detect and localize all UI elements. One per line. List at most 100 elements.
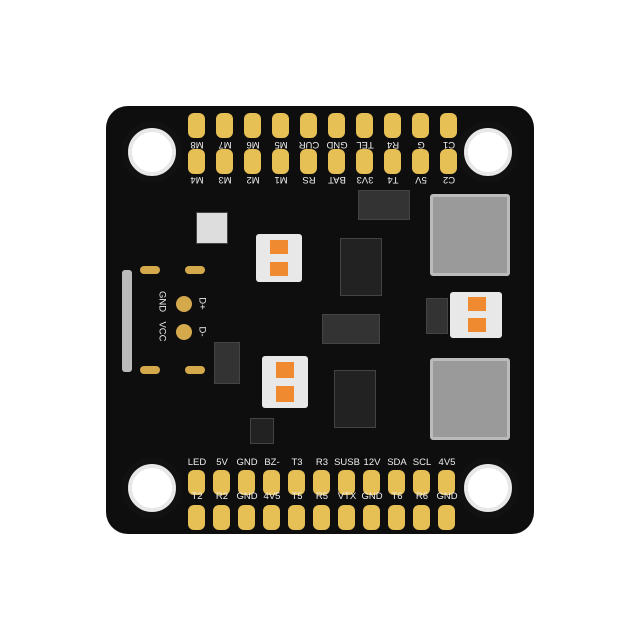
usb-label: GND — [156, 290, 168, 313]
pad-label: M4 — [190, 174, 204, 185]
solder-pad[interactable] — [412, 149, 429, 174]
solder-pad[interactable] — [238, 470, 255, 495]
pad-label: SUSB — [334, 457, 360, 468]
pad-label: R5 — [315, 491, 329, 502]
pad-label: GND — [326, 139, 348, 150]
solder-pad[interactable] — [384, 113, 401, 138]
pad-label: SDA — [387, 457, 407, 468]
solder-pad[interactable] — [363, 505, 380, 530]
solder-pad[interactable] — [338, 470, 355, 495]
usb-port[interactable] — [122, 270, 132, 372]
solder-pad[interactable] — [188, 113, 205, 138]
diode — [322, 314, 380, 344]
solder-pad[interactable] — [440, 113, 457, 138]
pad-label: M7 — [218, 139, 232, 150]
solder-pad[interactable] — [440, 149, 457, 174]
mount-hole-bottom-right — [457, 457, 519, 519]
pad-label: RS — [302, 174, 316, 185]
pad-label: M3 — [218, 174, 232, 185]
solder-pad[interactable] — [363, 470, 380, 495]
usb-pad — [140, 266, 160, 274]
solder-pad[interactable] — [263, 470, 280, 495]
pad-label: 3V3 — [356, 174, 374, 185]
solder-pad[interactable] — [188, 149, 205, 174]
solder-pad[interactable] — [388, 505, 405, 530]
solder-pad[interactable] — [313, 505, 330, 530]
solder-pad[interactable] — [213, 505, 230, 530]
usb-pad — [176, 296, 192, 312]
mount-hole-bottom-left — [121, 457, 183, 519]
solder-pad[interactable] — [328, 113, 345, 138]
solder-pad[interactable] — [338, 505, 355, 530]
diode — [426, 298, 448, 334]
solder-pad[interactable] — [438, 470, 455, 495]
solder-pad[interactable] — [188, 470, 205, 495]
pad-label: R4 — [386, 139, 400, 150]
solder-pad[interactable] — [356, 113, 373, 138]
pad-label: VTX — [337, 491, 357, 502]
pad-label: T5 — [291, 491, 303, 502]
solder-pad[interactable] — [272, 149, 289, 174]
solder-pad[interactable] — [300, 113, 317, 138]
pad-label: LED — [187, 457, 207, 468]
pad-label: GND — [236, 491, 258, 502]
diode — [358, 190, 410, 220]
diode — [214, 342, 240, 384]
solder-pad[interactable] — [238, 505, 255, 530]
solder-pad[interactable] — [388, 470, 405, 495]
usb-label: D+ — [196, 297, 208, 310]
barometer-chip — [196, 212, 228, 244]
solder-pad[interactable] — [384, 149, 401, 174]
mount-hole-top-left — [121, 121, 183, 183]
pad-label: G — [417, 139, 425, 150]
transistor — [250, 418, 274, 444]
inductor — [450, 292, 502, 338]
power-inductor — [430, 358, 510, 440]
solder-pad[interactable] — [412, 113, 429, 138]
pad-label: C2 — [442, 174, 456, 185]
solder-pad[interactable] — [313, 470, 330, 495]
solder-pad[interactable] — [244, 113, 261, 138]
regulator-ic — [340, 238, 382, 296]
pad-label: M6 — [246, 139, 260, 150]
pad-label: 12V — [363, 457, 381, 468]
solder-pad[interactable] — [356, 149, 373, 174]
solder-pad[interactable] — [413, 470, 430, 495]
pad-label: T6 — [391, 491, 403, 502]
pad-label: T4 — [387, 174, 399, 185]
pad-label: 5V — [415, 174, 427, 185]
pad-label: M2 — [246, 174, 260, 185]
mount-hole-top-right — [457, 121, 519, 183]
usb-pad — [185, 266, 205, 274]
solder-pad[interactable] — [288, 505, 305, 530]
pad-label: BAT — [328, 174, 346, 185]
pad-label: TEL — [356, 139, 374, 150]
pad-label: BZ- — [264, 457, 280, 468]
pad-label: GND — [236, 457, 258, 468]
solder-pad[interactable] — [216, 113, 233, 138]
usb-pad — [185, 366, 205, 374]
solder-pad[interactable] — [244, 149, 261, 174]
solder-pad[interactable] — [188, 505, 205, 530]
pad-label: T2 — [191, 491, 203, 502]
usb-pad — [140, 366, 160, 374]
power-inductor — [430, 194, 510, 276]
solder-pad[interactable] — [216, 149, 233, 174]
solder-pad[interactable] — [438, 505, 455, 530]
pad-label: CUR — [298, 139, 320, 150]
pad-label: 4V5 — [263, 491, 281, 502]
solder-pad[interactable] — [288, 470, 305, 495]
pad-label: GND — [436, 491, 458, 502]
pad-label: 4V5 — [438, 457, 456, 468]
solder-pad[interactable] — [263, 505, 280, 530]
pad-label: R2 — [215, 491, 229, 502]
pad-label: R3 — [315, 457, 329, 468]
solder-pad[interactable] — [328, 149, 345, 174]
pad-label: R6 — [415, 491, 429, 502]
pad-label: M5 — [274, 139, 288, 150]
solder-pad[interactable] — [413, 505, 430, 530]
solder-pad[interactable] — [272, 113, 289, 138]
inductor — [262, 356, 308, 408]
solder-pad[interactable] — [300, 149, 317, 174]
solder-pad[interactable] — [213, 470, 230, 495]
